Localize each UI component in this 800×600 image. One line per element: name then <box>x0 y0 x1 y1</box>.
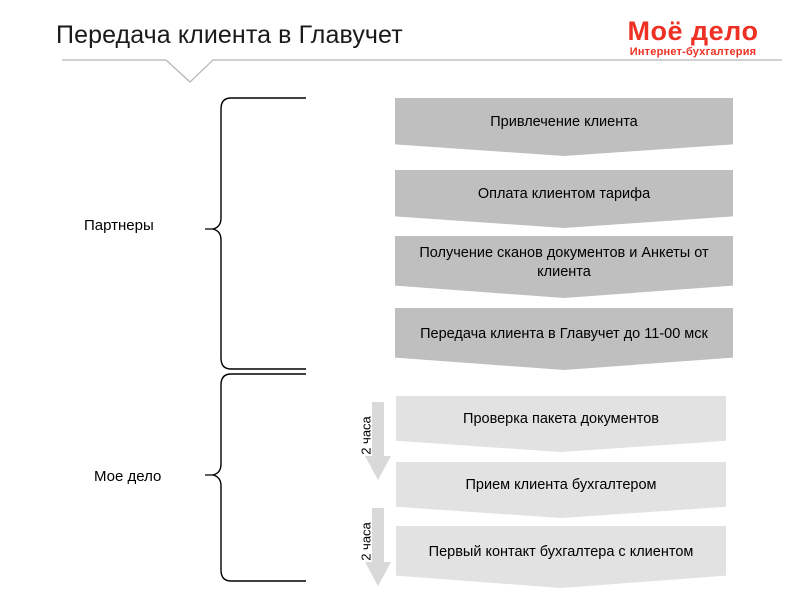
process-step-3[interactable]: Получение сканов документов и Анкеты от … <box>395 236 733 298</box>
process-step-5[interactable]: Проверка пакета документов <box>396 396 726 452</box>
group-label-partners: Партнеры <box>84 217 154 234</box>
brand-logo: Моё дело Интернет-бухгалтерия <box>607 18 779 58</box>
brace-partners <box>205 97 306 370</box>
process-step-6[interactable]: Прием клиента бухгалтером <box>396 462 726 518</box>
group-label-mydelo: Мое дело <box>94 468 162 485</box>
process-step-7[interactable]: Первый контакт бухгалтера с клиентом <box>396 526 726 588</box>
duration-annotation-2: 2 часа <box>337 508 395 586</box>
header-divider <box>62 59 782 83</box>
process-step-2[interactable]: Оплата клиентом тарифа <box>395 170 733 228</box>
brand-logo-title: Моё дело <box>627 16 759 46</box>
brand-logo-tagline: Интернет-бухгалтерия <box>629 46 757 58</box>
process-step-4[interactable]: Передача клиента в Главучет до 11-00 мск <box>395 308 733 370</box>
process-step-1[interactable]: Привлечение клиента <box>395 98 733 156</box>
arrow-down-icon <box>365 402 391 480</box>
duration-annotation-1: 2 часа <box>337 402 395 480</box>
brace-mydelo <box>205 373 306 582</box>
arrow-down-icon <box>365 508 391 586</box>
page-title: Передача клиента в Главучет <box>56 21 403 49</box>
